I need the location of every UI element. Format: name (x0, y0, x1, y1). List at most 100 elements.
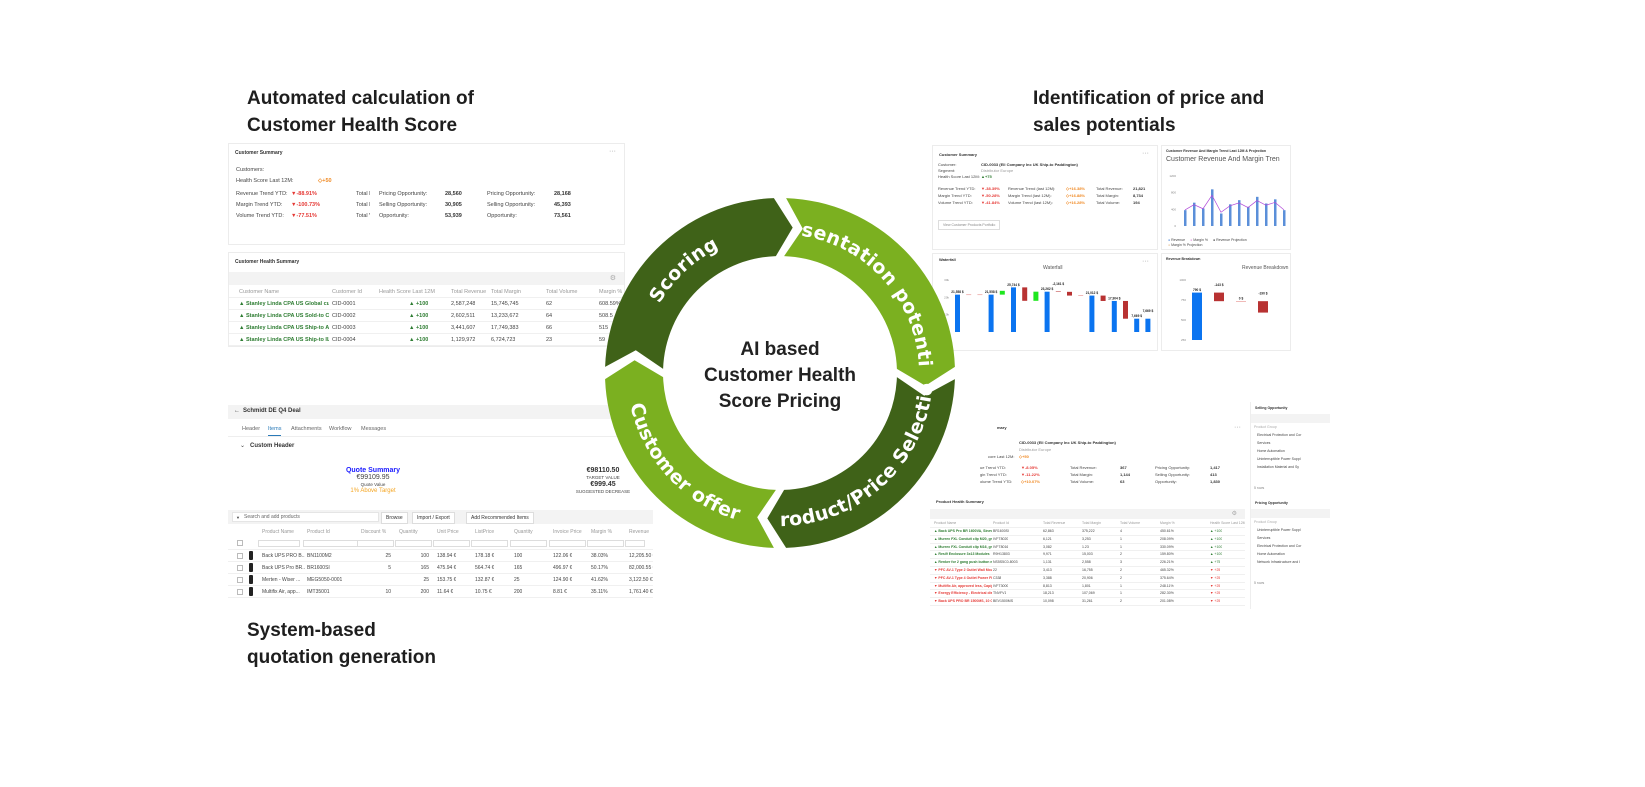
row-checkbox[interactable] (237, 589, 243, 595)
legend-label: Revenue Projection (1215, 238, 1247, 242)
table-cell: C338 (993, 575, 1002, 580)
more-icon[interactable]: ··· (1142, 258, 1149, 265)
browse-button[interactable]: Browse (381, 512, 408, 524)
list-item[interactable]: Electrical Protection and Cor (1257, 433, 1302, 437)
list-item[interactable]: Network Infrastructure and I (1257, 560, 1301, 564)
settings-icon[interactable]: ⚙ (609, 275, 616, 282)
table-cell: 2 (1120, 599, 1122, 604)
column-filter-input[interactable] (357, 540, 394, 547)
list-item[interactable]: Uninterruptible Power Suppl (1257, 457, 1301, 461)
summary-cell: Revenue Trend (last 12M): (1008, 186, 1056, 191)
column-header: Total Margin (1082, 521, 1102, 525)
list-item[interactable]: Installation Material and Sy (1257, 465, 1300, 469)
tab-messages[interactable]: Messages (361, 426, 387, 432)
table-row[interactable]: ▼ PFC AV-1 Type 4 Outlet Power Filter, 1… (930, 575, 1245, 583)
column-filter-input[interactable] (395, 540, 432, 547)
table-row[interactable]: ▲ Stanley Linda CPA US Global customeCID… (229, 298, 624, 310)
table-cell: 22 (993, 568, 997, 572)
table-cell: 515 (599, 325, 609, 331)
health-label: Health Score Last 12M: (938, 174, 980, 179)
heading-line: Identification of price and (1033, 88, 1265, 109)
target-value: €98110.50 (586, 467, 620, 474)
back-arrow-icon[interactable]: ← (234, 408, 240, 414)
table-cell: CID-0001 (332, 301, 356, 307)
column-filter-input[interactable] (625, 540, 645, 547)
list-item[interactable]: Home Automation (1257, 449, 1285, 453)
waterfall-bar (999, 290, 1005, 295)
data-label: 21,012 $ (1086, 291, 1099, 295)
table-row[interactable]: ▼ PFC AV-1 Type 2 Outlet Wall Mount Fix2… (930, 567, 1245, 575)
list-item[interactable]: Home Automation (1257, 552, 1285, 556)
heading-line: Customer Health Score (247, 115, 458, 136)
column-filter-input[interactable] (433, 540, 470, 547)
table-row[interactable]: ▼ Energy Efficiency - Electrical distrib… (930, 590, 1245, 599)
waterfall-bar (955, 294, 960, 332)
column-filter-input[interactable] (549, 540, 586, 547)
tab-header[interactable]: Header (242, 426, 261, 432)
add-recommended-button[interactable]: Add Recommended Items (466, 512, 534, 524)
search-products-input[interactable]: ▼ Search and add products (232, 512, 379, 522)
table-row[interactable]: ▼ Multifix Air, approved less, Cap/pp Cl… (930, 583, 1245, 591)
opportunity-value: 53,939 (445, 213, 462, 219)
summary-cell: ▼-38.39% (981, 186, 1000, 191)
more-icon[interactable]: ··· (1234, 424, 1241, 431)
column-filter-input[interactable] (471, 540, 508, 547)
summary-cell: ▼-41.84% (981, 200, 1000, 205)
customer-summary-panel: Customer Summary ··· Customers: Health S… (228, 143, 625, 245)
tab-workflow[interactable]: Workflow (329, 426, 352, 432)
y-tick-label: 250 (1181, 338, 1186, 342)
table-cell: BN1100M2 (307, 553, 332, 559)
column-header: Total Volume (546, 289, 578, 295)
list-item[interactable]: Services (1257, 441, 1271, 445)
tab-attachments[interactable]: Attachments (291, 426, 322, 432)
column-filter-input[interactable] (258, 540, 300, 547)
table-cell: 1.23 (1082, 544, 1089, 549)
ring-segment-scoring (605, 198, 793, 369)
more-icon[interactable]: ··· (609, 148, 616, 155)
summary-cell: Total Volume: (1070, 479, 1095, 484)
summary-cell: gin Trend YTD: (980, 472, 1007, 477)
row-checkbox[interactable] (237, 565, 243, 571)
dropdown-icon: ▼ (236, 515, 240, 520)
table-row[interactable]: ▲ Back UPS Pro BR 1600VA, Sinewave,8 OBR… (930, 528, 1245, 536)
product-image-icon (249, 575, 253, 584)
opportunity-value: 45,393 (554, 202, 571, 208)
list-item[interactable]: Services (1257, 536, 1271, 540)
quote-value-label: Quote Value (360, 482, 386, 487)
view-portfolio-button[interactable]: View Customer Products Portfolio (938, 220, 1001, 230)
row-checkbox[interactable] (237, 553, 243, 559)
select-all-checkbox[interactable] (237, 540, 243, 546)
table-row[interactable]: ▲ Murrex FXL Conduit clip M20, grey, 20p… (930, 536, 1245, 544)
table-row[interactable]: ▲ Murrex FXL Conduit clip M16, grey, 100… (930, 544, 1245, 552)
column-filter-input[interactable] (510, 540, 547, 547)
column-filter-input[interactable] (587, 540, 624, 547)
table-cell: 100 (420, 553, 429, 559)
column-header: Customer Name (239, 289, 280, 295)
tab-items[interactable]: Items (268, 426, 282, 436)
table-cell: ▼ +25 (1210, 583, 1221, 588)
row-checkbox[interactable] (237, 577, 243, 583)
more-icon[interactable]: ··· (1142, 150, 1149, 157)
settings-icon[interactable]: ⚙ (1231, 511, 1237, 517)
import-export-button[interactable]: Import / Export (412, 512, 455, 524)
table-row[interactable]: ▲ Renker for 2 gang push button moduleNS… (930, 559, 1245, 567)
list-item[interactable]: Electrical Protection and Cor (1257, 544, 1302, 548)
section-title[interactable]: Custom Header (250, 443, 295, 449)
waterfall-bar (1145, 318, 1151, 332)
table-cell: BR1600SI (993, 529, 1009, 533)
list-item[interactable]: Uninterruptible Power Suppl (1257, 528, 1301, 532)
chart-title: Waterfall (1043, 265, 1063, 271)
column-header: Quantity (399, 529, 418, 535)
table-cell: 508.5 (599, 313, 613, 319)
deal-title: Schmidt DE Q4 Deal (243, 408, 301, 414)
chevron-down-icon[interactable]: ⌄ (240, 443, 246, 449)
table-row[interactable]: ▼ Back UPS PRO BR 1500MS, 10 Outlets, 2B… (930, 598, 1245, 606)
